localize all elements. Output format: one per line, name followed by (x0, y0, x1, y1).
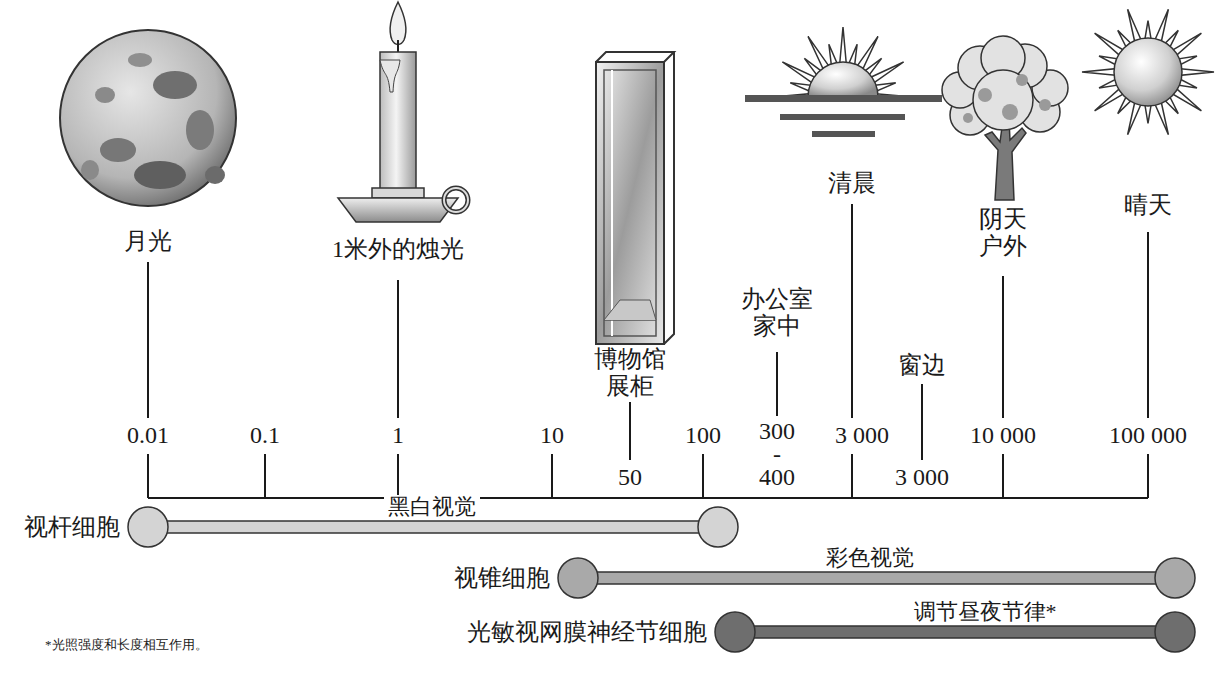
light-source-label: 阴天 户外 (975, 206, 1031, 260)
lux-value: 300 - 400 (756, 420, 798, 488)
light-source-label: 晴天 (1113, 192, 1183, 219)
cell-type-label: 视杆细胞 (24, 514, 120, 540)
lux-value: 100 000 (1088, 422, 1208, 449)
light-source-label: 办公室 家中 (737, 286, 817, 340)
lux-value: 0.1 (235, 422, 295, 449)
footnote: *光照强度和长度相互作用。 (45, 638, 208, 653)
light-source-label: 1米外的烛光 (308, 236, 488, 263)
sun-ray (839, 27, 846, 67)
cell-type-label: 视锥细胞 (454, 565, 550, 591)
light-source-label: 窗边 (887, 352, 957, 379)
tree-drawing (942, 36, 1068, 200)
cell-band: 视锥细胞 彩色视觉 (454, 538, 1197, 602)
candle-drawing (338, 2, 468, 222)
sun-drawing (1082, 9, 1214, 135)
light-source-label: 清晨 (817, 170, 887, 197)
cell-type-label: 光敏视网膜神经节细胞 (467, 619, 707, 645)
lux-value: 10 (527, 422, 577, 449)
lux-value: 1 (378, 422, 418, 449)
display-case-drawing (596, 52, 674, 344)
band-label: 彩色视觉 (822, 546, 918, 570)
light-source-label: 博物馆 展柜 (590, 346, 670, 400)
lux-value: 0.01 (113, 422, 183, 449)
scale-lines (148, 204, 1148, 498)
band-bar (24, 487, 740, 551)
sun-ray (1178, 68, 1214, 75)
cell-band: 视杆细胞 黑白视觉 (24, 487, 740, 551)
lux-value: 10 000 (953, 422, 1053, 449)
lux-value: 3 000 (817, 422, 907, 449)
band-label: 调节昼夜节律* (910, 600, 1061, 624)
light-source-label: 月光 (103, 228, 193, 255)
lux-value: 50 (605, 464, 655, 491)
cell-band: 光敏视网膜神经节细胞 调节昼夜节律* (467, 592, 1197, 656)
lux-value: 3 000 (877, 464, 967, 491)
band-label: 黑白视觉 (384, 495, 480, 519)
sunrise-drawing (745, 27, 942, 137)
sun-ray (1082, 68, 1118, 75)
lux-value: 100 (673, 422, 733, 449)
moon-drawing (60, 30, 236, 206)
